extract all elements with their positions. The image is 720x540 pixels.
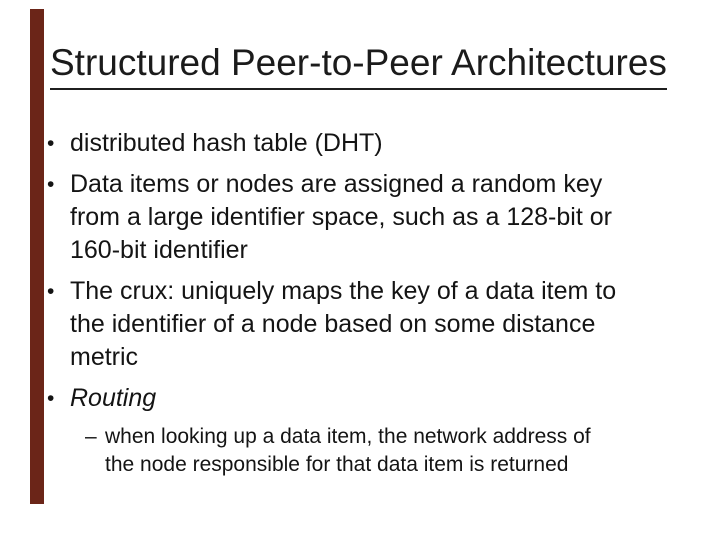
text-line: distributed hash table (DHT): [70, 129, 383, 157]
left-accent-bar: [30, 9, 44, 504]
bullet-icon: •: [47, 132, 55, 155]
slide-body: • distributed hash table (DHT) • Data it…: [40, 127, 716, 479]
text-line: the node responsible for that data item …: [105, 453, 569, 476]
bullet-icon: •: [47, 173, 55, 196]
slide-title-text: Structured Peer-to-Peer Architectures: [50, 42, 667, 90]
text-line: The crux: uniquely maps the key of a dat…: [70, 277, 617, 305]
bullet-text: The crux: uniquely maps the key of a dat…: [70, 275, 616, 374]
text-line: metric: [70, 343, 139, 371]
sub-bullet-text: when looking up a data item, the network…: [105, 423, 591, 479]
text-line: 160-bit identifier: [70, 236, 248, 264]
text-line: the identifier of a node based on some d…: [70, 310, 596, 338]
bullet-text: distributed hash table (DHT): [70, 127, 383, 160]
bullet-item: • distributed hash table (DHT): [40, 127, 716, 160]
bullet-item: • Data items or nodes are assigned a ran…: [40, 168, 716, 267]
sub-bullet-item: – when looking up a data item, the netwo…: [85, 423, 716, 479]
bullet-item: • The crux: uniquely maps the key of a d…: [40, 275, 716, 374]
bullet-text: Data items or nodes are assigned a rando…: [70, 168, 612, 267]
text-line: from a large identifier space, such as a…: [70, 203, 612, 231]
bullet-item-routing: • Routing: [40, 382, 716, 415]
bullet-text: Routing: [70, 382, 156, 415]
bullet-icon: •: [47, 280, 55, 303]
text-line: Data items or nodes are assigned a rando…: [70, 170, 603, 198]
sub-bullet-list: – when looking up a data item, the netwo…: [85, 423, 716, 479]
text-line: Routing: [70, 384, 157, 412]
slide-title: Structured Peer-to-Peer Architectures: [50, 42, 667, 90]
bullet-icon: •: [47, 387, 55, 410]
text-line: when looking up a data item, the network…: [105, 425, 591, 448]
dash-icon: –: [85, 425, 97, 448]
